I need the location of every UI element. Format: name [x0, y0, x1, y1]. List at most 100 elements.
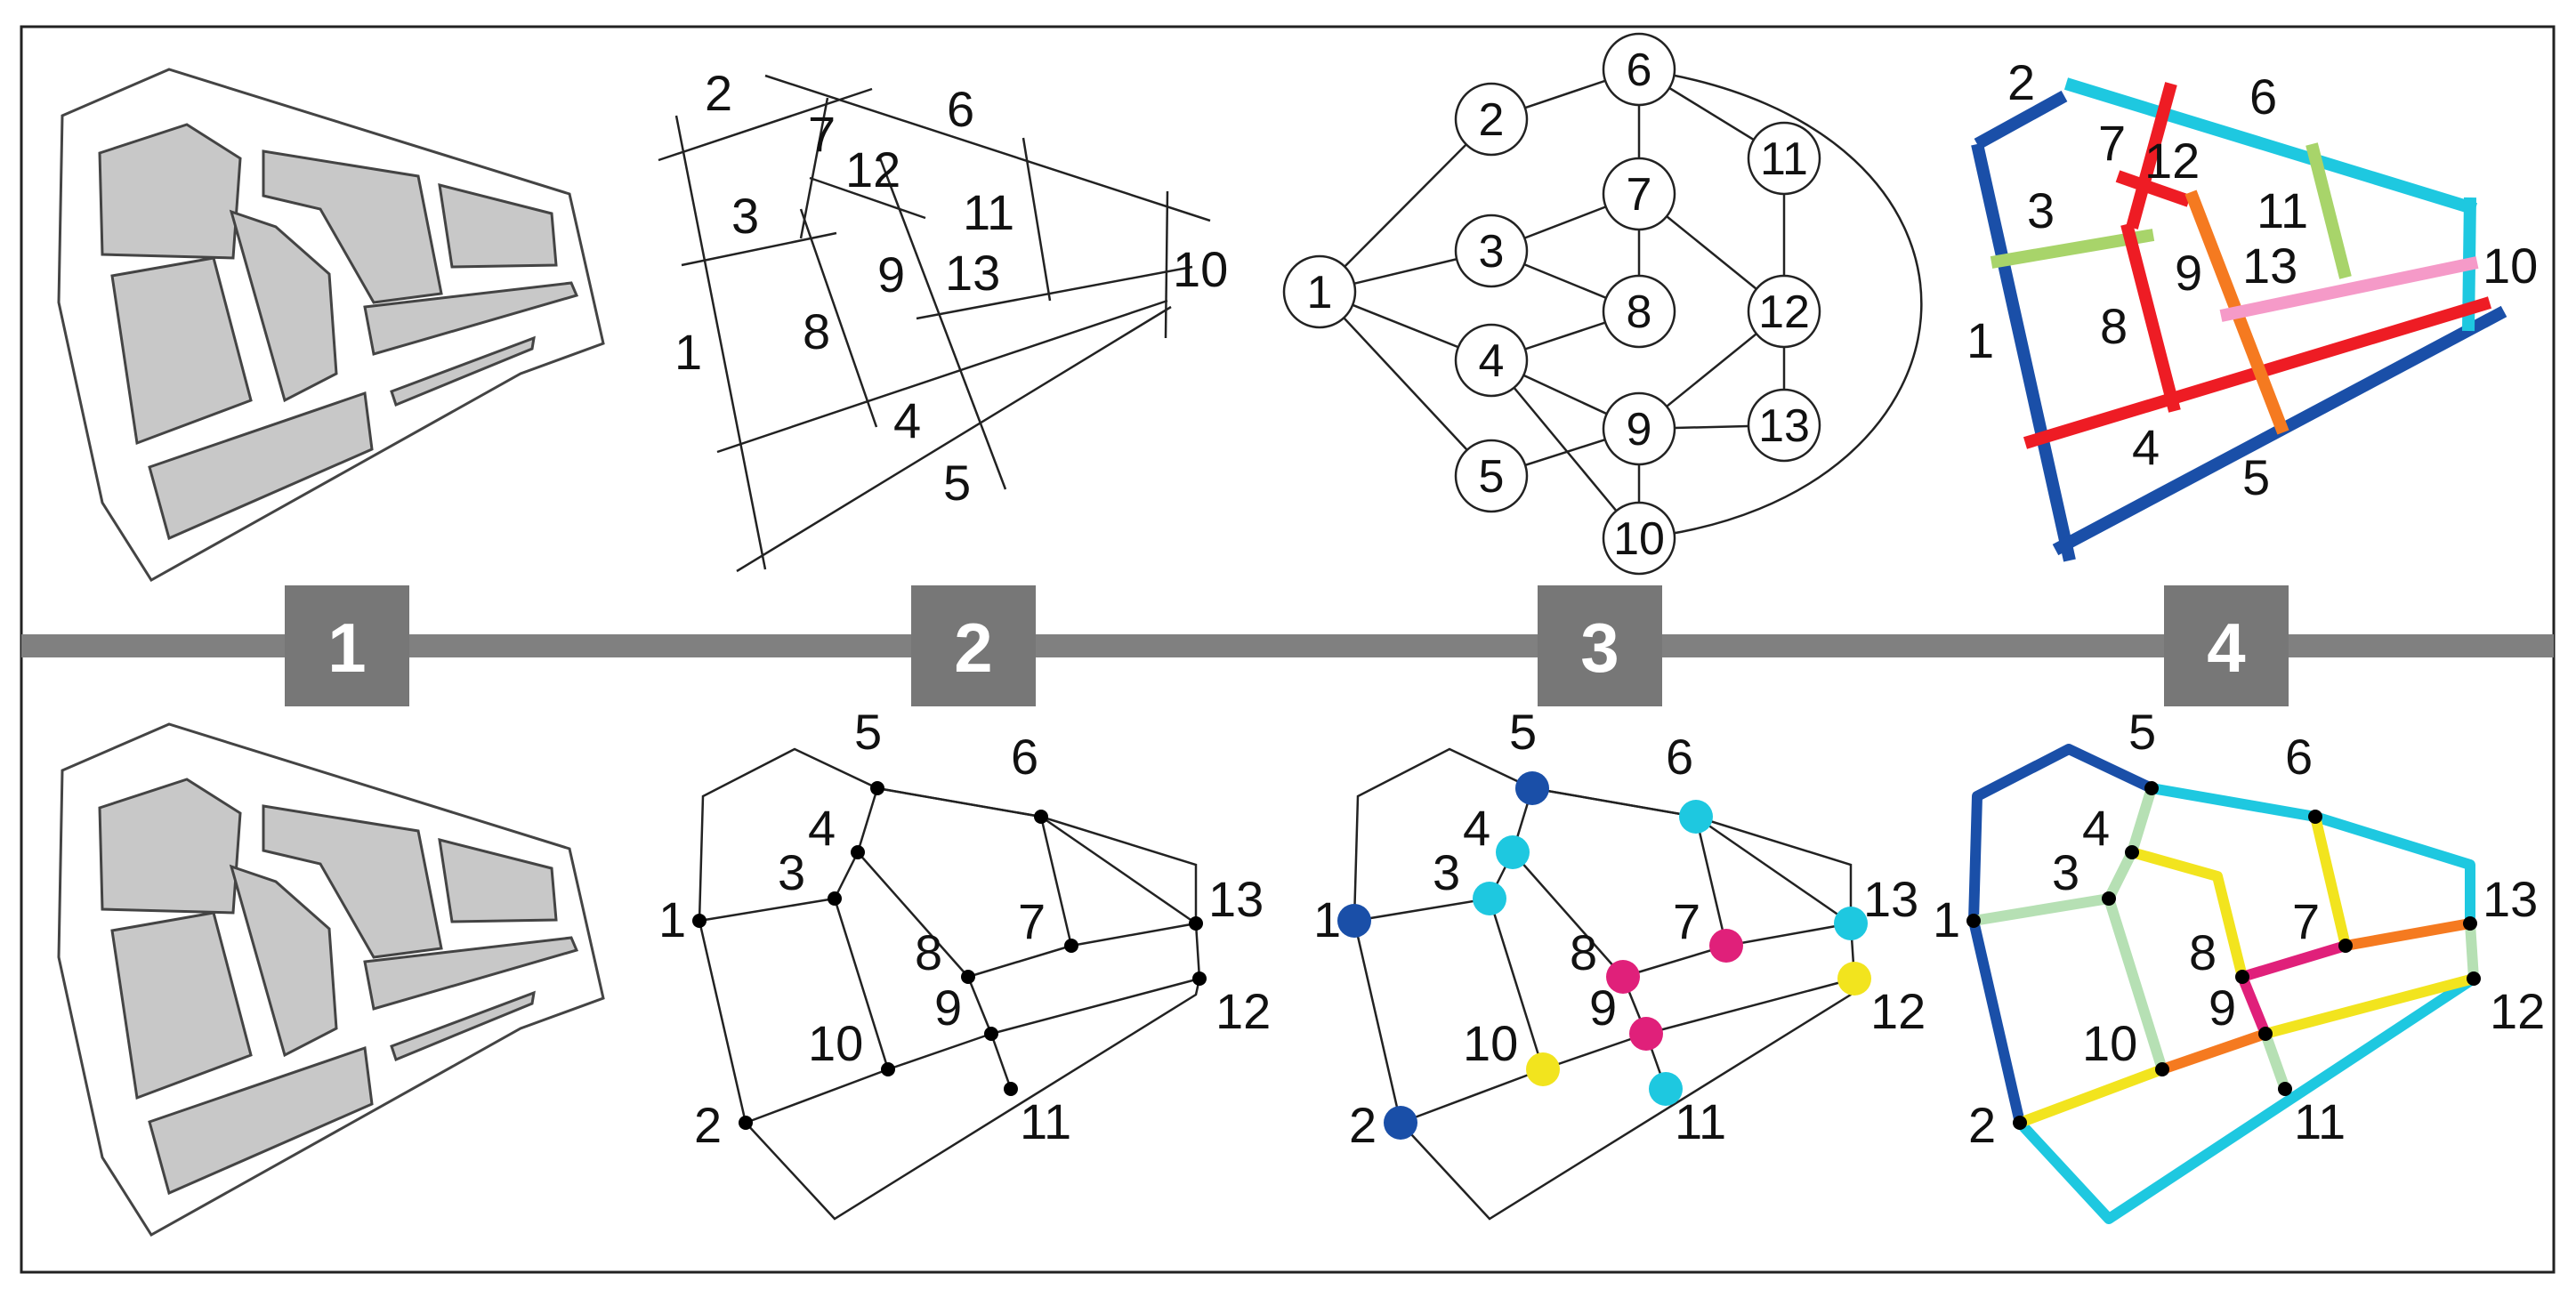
axial-label-12: 12: [845, 141, 900, 198]
colored-axial-label-4: 4: [2132, 419, 2160, 475]
colored-axial-label-9: 9: [2175, 245, 2202, 301]
junction-label-11: 11: [1675, 1093, 1726, 1149]
junction-label-13: 13: [2483, 871, 2538, 927]
graph-node-label-2: 2: [1479, 94, 1505, 146]
junction-dot-4: [851, 845, 865, 859]
colored-segment-5-6-13: [2146, 783, 2475, 929]
segment-6-7: [1039, 816, 1073, 947]
colored-axial-label-5: 5: [2242, 449, 2270, 505]
graph-node-13: [1747, 388, 1821, 463]
junction-label-12: 12: [1215, 983, 1271, 1039]
junction-dot-13: [2463, 916, 2477, 931]
colored-axial-label-12: 12: [2144, 133, 2200, 189]
segment-9-12: [990, 977, 1200, 1036]
junction-label-2: 2: [1968, 1097, 1996, 1153]
segment-4-8: [1512, 851, 1624, 978]
graph-node-10: [1602, 501, 1676, 576]
segment-8-9: [966, 976, 993, 1035]
axial-label-2: 2: [705, 65, 732, 121]
colored-axial-label-3: 3: [2027, 182, 2055, 238]
graph-node-6: [1602, 32, 1676, 107]
colored-segment-3-4-5: [2104, 783, 2157, 904]
junction-dot-12: [2467, 971, 2481, 986]
junction-label-8: 8: [915, 924, 942, 980]
junction-label-11: 11: [1020, 1093, 1071, 1149]
junction-label-10: 10: [808, 1015, 863, 1071]
junction-label-1: 1: [658, 891, 686, 947]
junction-label-9: 9: [934, 980, 962, 1036]
axial-line-8-colored: [2120, 222, 2181, 413]
junction-label-10: 10: [2082, 1015, 2137, 1071]
graph-node-label-11: 11: [1760, 133, 1808, 185]
junction-dot-4: [2125, 845, 2139, 859]
junction-dot-9: [984, 1027, 998, 1041]
step-box-3: 3: [1538, 585, 1662, 706]
junction-label-6: 6: [1666, 729, 1693, 785]
junction-label-2: 2: [1349, 1097, 1377, 1153]
step-box-2: 2: [911, 585, 1036, 706]
step-label-4: 4: [2207, 609, 2245, 687]
graph-node-3: [1454, 214, 1529, 288]
graph-edge-1-2: [1319, 118, 1492, 293]
graph-node-9: [1602, 391, 1676, 466]
graph-node-label-6: 6: [1627, 44, 1652, 96]
axial-label-5: 5: [943, 455, 971, 511]
graph-edge-1-5: [1319, 291, 1492, 477]
graph-node-label-8: 8: [1627, 286, 1652, 338]
junction-dot-12: [1837, 962, 1871, 996]
graph-node-5: [1454, 439, 1529, 513]
junction-label-3: 3: [2052, 844, 2079, 900]
graph-node-2: [1454, 82, 1529, 157]
colored-segment-outline-west: [1968, 744, 2157, 926]
axial-line-1-colored: [1974, 90, 2068, 150]
step-box-1: 1: [285, 585, 409, 706]
junction-label-4: 4: [1463, 800, 1490, 856]
axial-lines-top: [658, 74, 1211, 573]
segment-6-13: [1040, 815, 1197, 925]
junction-dot-2: [2013, 1116, 2027, 1130]
colored-axial-label-7: 7: [2098, 115, 2126, 171]
junction-dot-1: [1337, 904, 1371, 938]
axial-label-11: 11: [963, 184, 1014, 240]
graph-node-label-1: 1: [1307, 267, 1333, 318]
junction-label-5: 5: [2128, 704, 2156, 760]
graph-node-label-4: 4: [1479, 335, 1505, 387]
junction-dot-2: [739, 1116, 753, 1130]
segment-6-13: [1695, 815, 1852, 925]
network-outline: [1353, 747, 1856, 1221]
graph-node-label-5: 5: [1479, 451, 1505, 503]
colored-segment-12-11-2: [2015, 973, 2479, 1224]
segment-3-10: [833, 898, 890, 1070]
junction-label-8: 8: [2189, 924, 2217, 980]
junction-label-2: 2: [694, 1097, 722, 1153]
junction-label-12: 12: [2490, 983, 2545, 1039]
graph-node-7: [1602, 157, 1676, 231]
colored-axial-label-13: 13: [2242, 238, 2297, 294]
axial-label-9: 9: [877, 246, 905, 302]
segment-1-3: [1353, 897, 1490, 923]
junction-dot-13: [1834, 907, 1868, 940]
colored-axial-label-6: 6: [2249, 69, 2277, 125]
axial-label-7: 7: [808, 106, 836, 162]
junction-dot-6: [2308, 810, 2322, 824]
junction-label-13: 13: [1863, 871, 1918, 927]
segment-8-7: [1622, 944, 1727, 979]
segment-5-6: [1531, 786, 1697, 818]
axial-line-labels-top: 1 2 3 4 5 6 7 8 9 10 11 12 13: [674, 65, 1228, 511]
junction-label-5: 5: [854, 704, 882, 760]
junction-label-6: 6: [1011, 729, 1038, 785]
junction-dot-11: [2278, 1082, 2292, 1096]
junction-dot-11: [1004, 1082, 1018, 1096]
axial-label-6: 6: [947, 81, 974, 137]
axial-labels-colored: 1 2 3 4 5 6 7 8 9 10 11 12 13: [1966, 54, 2538, 505]
graph-node-label-3: 3: [1479, 226, 1505, 278]
graph-node-4: [1454, 323, 1529, 398]
segment-7-13: [1725, 922, 1852, 947]
junction-dot-6: [1679, 800, 1713, 834]
segment-5-6: [876, 786, 1042, 818]
junction-label-7: 7: [1673, 893, 1700, 949]
junction-label-9: 9: [1589, 980, 1617, 1036]
